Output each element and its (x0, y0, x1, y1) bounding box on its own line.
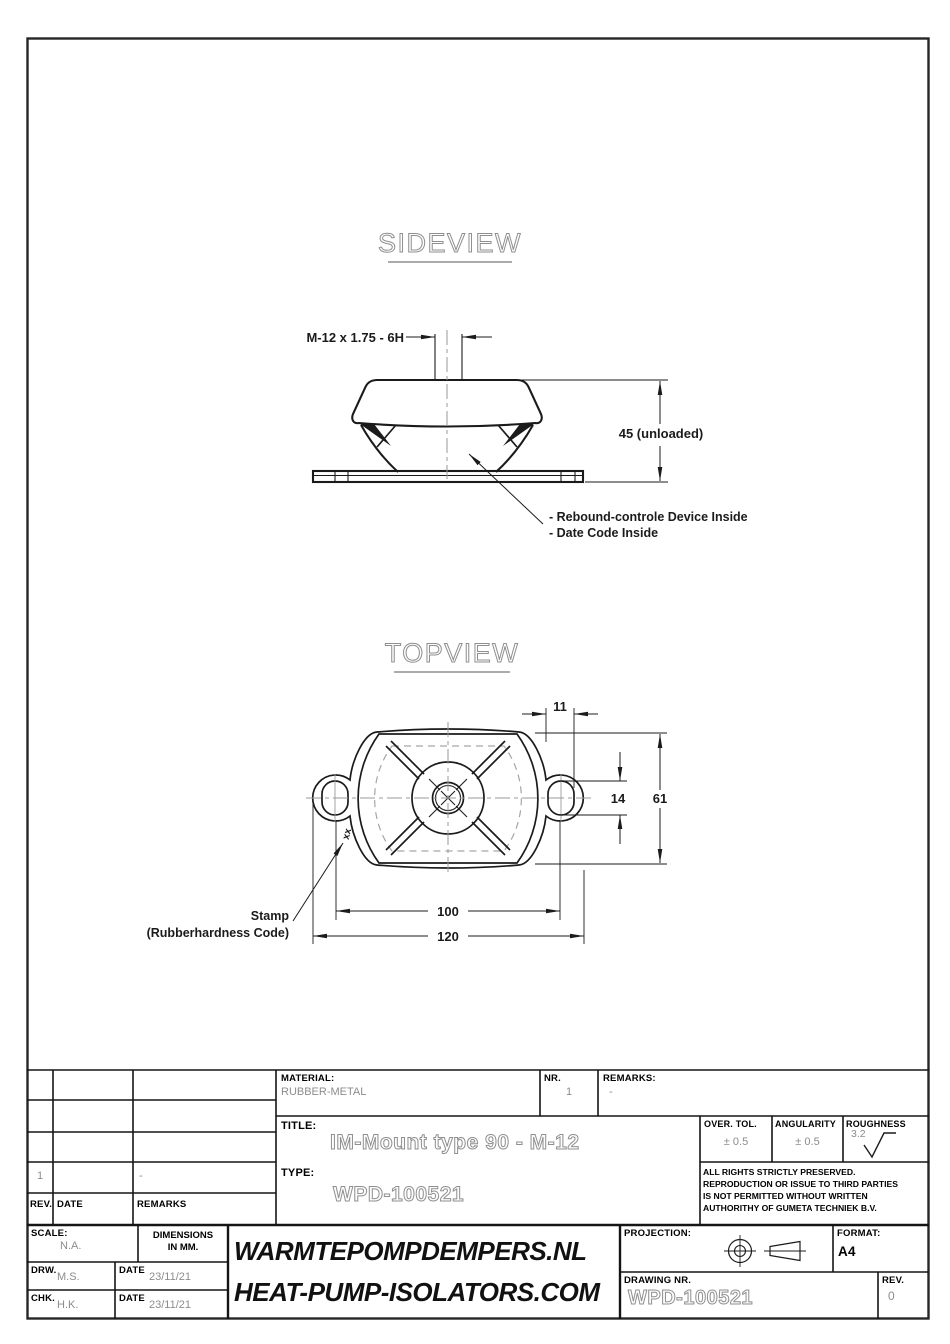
revision-header-date: DATE (57, 1199, 83, 1210)
stamp-note-line1: Stamp (251, 909, 290, 923)
title-value: IM-Mount type 90 - M-12 (330, 1131, 580, 1155)
first-angle-projection-icon (724, 1235, 806, 1267)
rib-arms (385, 740, 511, 856)
over-tol-value: ± 0.5 (723, 1136, 749, 1148)
stamp-note-line2: (Rubberhardness Code) (147, 926, 289, 940)
stamp-mark: xx (341, 827, 355, 841)
note-leader (468, 453, 544, 525)
right-leg (495, 424, 534, 473)
title-label: TITLE: (281, 1120, 317, 1132)
roughness-label: ROUGHNESS (846, 1119, 906, 1129)
angularity-label: ANGULARITY (775, 1119, 836, 1129)
legal-notice: ALL RIGHTS STRICTLY PRESERVED. REPRODUCT… (703, 1166, 927, 1214)
company-domain-com: HEAT-PUMP-ISOLATORS.COM (234, 1277, 600, 1308)
projection-label: PROJECTION: (624, 1228, 692, 1239)
angularity-value: ± 0.5 (795, 1136, 820, 1148)
drawing-border (26, 37, 930, 1320)
rev-label: REV. (882, 1275, 905, 1286)
format-value: A4 (838, 1244, 856, 1259)
top-view-title: TOPVIEW (385, 638, 520, 668)
chk-date-value: 23/11/21 (149, 1299, 192, 1311)
stamp-leader (292, 842, 344, 922)
drawing-nr-label: DRAWING NR. (624, 1275, 692, 1286)
note-line2: - Date Code Inside (549, 526, 658, 540)
dimensions-note-line: DIMENSIONS (152, 1230, 214, 1241)
scale-value: N.A. (60, 1240, 82, 1252)
company-panel: WARMTEPOMPDEMPERS.NL HEAT-PUMP-ISOLATORS… (234, 1225, 616, 1319)
drw-date-label: DATE (119, 1265, 145, 1276)
dim-text-mask (613, 427, 709, 442)
rev-value: 0 (888, 1289, 895, 1303)
dimensions-note-line: IN MM. (167, 1242, 199, 1253)
base-plate (311, 469, 585, 484)
side-view: SIDEVIEW M-12 x 1.75 - 6H 45 ( (306, 228, 748, 541)
nr-value: 1 (565, 1086, 573, 1098)
legal-line: IS NOT PERMITTED WITHOUT WRITTEN (703, 1191, 868, 1201)
chk-date-label: DATE (119, 1293, 145, 1304)
drw-label: DRW. (31, 1265, 57, 1276)
left-leg-inner (376, 424, 397, 448)
drw-value: M.S. (57, 1271, 80, 1283)
top-view: TOPVIEW (147, 638, 667, 944)
dimensions-note: DIMENSIONS IN MM. (138, 1230, 228, 1254)
thread-dim-label: M-12 x 1.75 - 6H (306, 330, 404, 345)
side-view-title: SIDEVIEW (378, 228, 522, 258)
right-leg-inner (497, 424, 518, 448)
drawing-nr-value: WPD-100521 (627, 1287, 754, 1310)
right-leg-wedge (503, 424, 534, 446)
dim-hole-width: 11 (553, 699, 567, 714)
revision-row-rev: 1 (36, 1170, 44, 1182)
dim-hole-centers: 100 (437, 904, 459, 919)
legal-line: AUTHORITHY OF GUMETA TECHNIEK B.V. (703, 1203, 877, 1213)
chk-label: CHK. (31, 1293, 56, 1304)
chk-value: H.K. (57, 1299, 79, 1311)
revision-header-remarks: REMARKS (137, 1199, 187, 1210)
type-value: WPD-100521 (332, 1183, 465, 1207)
revision-row-remarks: - (139, 1170, 143, 1182)
dim-hole-height: 14 (611, 791, 626, 806)
hidden-edge (374, 745, 522, 852)
nr-label: NR. (544, 1073, 561, 1084)
dim-body-width: 61 (653, 791, 667, 806)
roughness-symbol-icon (863, 1132, 896, 1159)
company-domain-nl: WARMTEPOMPDEMPERS.NL (234, 1235, 587, 1266)
scale-label: SCALE: (31, 1228, 68, 1239)
format-label: FORMAT: (837, 1228, 881, 1239)
drw-date-value: 23/11/21 (149, 1271, 192, 1283)
material-value: RUBBER-METAL (281, 1086, 367, 1098)
left-leg (360, 424, 399, 473)
type-label: TYPE: (281, 1167, 315, 1179)
note-line1: - Rebound-controle Device Inside (549, 510, 748, 524)
over-tol-label: OVER. TOL. (704, 1119, 757, 1129)
title-block-lines (27, 1069, 929, 1319)
material-label: MATERIAL: (281, 1073, 335, 1084)
dim-overall-length: 120 (437, 929, 459, 944)
legal-line: ALL RIGHTS STRICTLY PRESERVED. (703, 1167, 856, 1177)
remarks-label: REMARKS: (603, 1073, 656, 1084)
revision-header-rev: REV. (30, 1199, 53, 1210)
legal-line: REPRODUCTION OR ISSUE TO THIRD PARTIES (703, 1179, 898, 1189)
height-dim: 45 (unloaded) (619, 426, 704, 441)
remarks-value: - (609, 1086, 613, 1098)
left-leg-wedge (360, 424, 391, 446)
roughness-value: 3.2 (851, 1128, 866, 1140)
